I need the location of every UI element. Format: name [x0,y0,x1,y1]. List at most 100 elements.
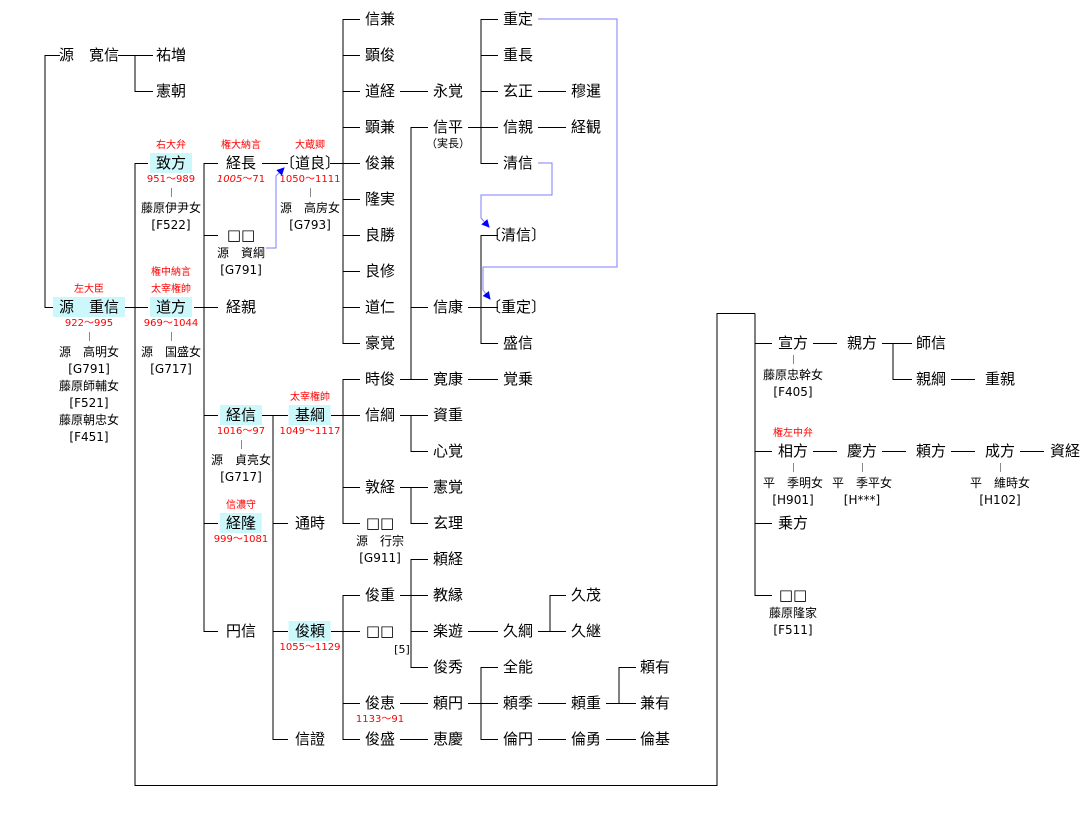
person-name[interactable]: 慶方 [846,442,878,460]
person-name[interactable]: 全能 [502,658,534,676]
person-name[interactable]: 俊兼 [364,154,396,172]
person-name[interactable]: 俊頼 [288,621,331,641]
person-name[interactable]: 頼円 [432,694,464,712]
person-nobukata[interactable]: 宣方藤原忠幹女[F405] [763,333,823,401]
person-name[interactable]: 経親 [225,298,257,316]
person-yoshikata[interactable]: 慶方平 季平女[H***] [832,441,892,509]
person-chikatsuna[interactable]: 親綱 [910,369,952,389]
person-rinyu[interactable]: 倫勇 [565,729,607,749]
person-name[interactable]: 経観 [570,118,602,136]
person-name[interactable]: 覚乗 [502,370,534,388]
person-ryoshu[interactable]: 良修 [359,261,401,281]
person-name[interactable]: 俊重 [364,586,396,604]
person-name[interactable]: 楽遊 [432,622,464,640]
person-tsunechika[interactable]: 経親 [220,297,262,317]
person-kaneari[interactable]: 兼有 [634,693,676,713]
person-name[interactable]: 寛康 [432,370,464,388]
person-kiyonobu[interactable]: 清信 [497,153,539,173]
person-raien[interactable]: 頼円 [427,693,469,713]
person-name[interactable]: 経信 [219,405,263,425]
person-name[interactable]: 俊盛 [364,730,396,748]
person-toshishige[interactable]: 俊重 [359,585,401,605]
person-name[interactable]: 〔重定〕 [485,298,547,316]
person-ekei[interactable]: 恵慶 [427,729,469,749]
person-name[interactable]: 顕俊 [364,46,396,64]
person-kakujo[interactable]: 覚乗 [497,369,539,389]
person-yorikata[interactable]: 頼方 [910,441,952,461]
person-yorishige[interactable]: 頼重 [565,693,607,713]
person-morinobu[interactable]: 盛信 [497,333,539,353]
person-name[interactable]: 久綱 [502,622,534,640]
person-norikata[interactable]: 乗方 [772,513,814,533]
person-name[interactable]: 時俊 [364,370,396,388]
person-kenkaku[interactable]: 憲覚 [427,477,469,497]
person-name[interactable]: 基綱 [288,405,331,425]
person-unknown-b[interactable]: □□源 行宗[G911] [356,513,404,567]
person-name[interactable]: 俊恵 [364,694,395,712]
person-michitoki[interactable]: 通時 [289,513,331,533]
person-name[interactable]: 道仁 [364,298,396,316]
person-name[interactable]: 師信 [915,334,947,352]
person-name[interactable]: 経長 [225,154,256,172]
person-name[interactable]: 通時 [294,514,326,532]
person-name[interactable]: 致方 [149,153,193,173]
person-hironobu[interactable]: 源 寛信 [53,45,125,65]
person-atsutsune[interactable]: 敦経 [359,477,401,497]
person-name[interactable]: 盛信 [502,334,534,352]
person-shigechika[interactable]: 重親 [979,369,1021,389]
person-name[interactable]: 倫基 [639,730,671,748]
person-name[interactable]: 信綱 [364,406,396,424]
person-shinkaku[interactable]: 心覚 [427,441,469,461]
person-name[interactable]: 〔道良〕 [279,154,341,172]
person-unknown-d[interactable]: □□藤原隆家[F511] [769,585,817,639]
person-name[interactable]: 教縁 [432,586,464,604]
person-name[interactable]: 倫円 [502,730,534,748]
person-name[interactable]: 信兼 [364,10,396,28]
person-shigesada[interactable]: 重定 [497,9,539,29]
person-gensho[interactable]: 玄正 [497,81,539,101]
person-yoritsune[interactable]: 頼経 [427,549,469,569]
person-name[interactable]: 倫勇 [570,730,602,748]
person-kencho[interactable]: 憲朝 [150,81,192,101]
person-nobuhira[interactable]: 信平（実長） [426,117,470,151]
person-hisashige[interactable]: 久茂 [565,585,607,605]
person-name[interactable]: 源 重信 [52,297,126,317]
person-name[interactable]: 清信 [502,154,534,172]
person-name[interactable]: 親方 [846,334,878,352]
person-name[interactable]: 頼経 [432,550,464,568]
person-name[interactable]: 重親 [984,370,1016,388]
person-name[interactable]: 祐増 [155,46,187,64]
person-eikaku[interactable]: 永覚 [427,81,469,101]
person-sukekata[interactable]: 権左中弁相方平 季明女[H901] [763,428,823,509]
person-name[interactable]: 玄理 [432,514,464,532]
person-rinki[interactable]: 倫基 [634,729,676,749]
person-name[interactable]: 源 寛信 [58,46,120,64]
person-narikata[interactable]: 成方平 維時女[H102] [970,441,1030,509]
person-name[interactable]: 重定 [502,10,534,28]
person-nobutsuna[interactable]: 信綱 [359,405,401,425]
person-name[interactable]: 豪覚 [364,334,396,352]
person-name[interactable]: 頼重 [570,694,602,712]
person-nobukane[interactable]: 信兼 [359,9,401,29]
person-akikane[interactable]: 顕兼 [359,117,401,137]
person-name[interactable]: 玄正 [502,82,534,100]
person-name[interactable]: □□ [778,586,808,604]
person-michitsune[interactable]: 道経 [359,81,401,101]
person-name[interactable]: 兼有 [639,694,671,712]
person-kyoen[interactable]: 教縁 [427,585,469,605]
person-name[interactable]: 良修 [364,262,396,280]
person-sukeshige[interactable]: 資重 [427,405,469,425]
person-takazane[interactable]: 隆実 [359,189,401,209]
person-name[interactable]: 良勝 [364,226,396,244]
person-name[interactable]: 心覚 [432,442,464,460]
person-nobuchika[interactable]: 信親 [497,117,539,137]
person-name[interactable]: 穆暹 [570,82,602,100]
person-name[interactable]: 俊秀 [432,658,464,676]
person-name[interactable]: 恵慶 [432,730,464,748]
